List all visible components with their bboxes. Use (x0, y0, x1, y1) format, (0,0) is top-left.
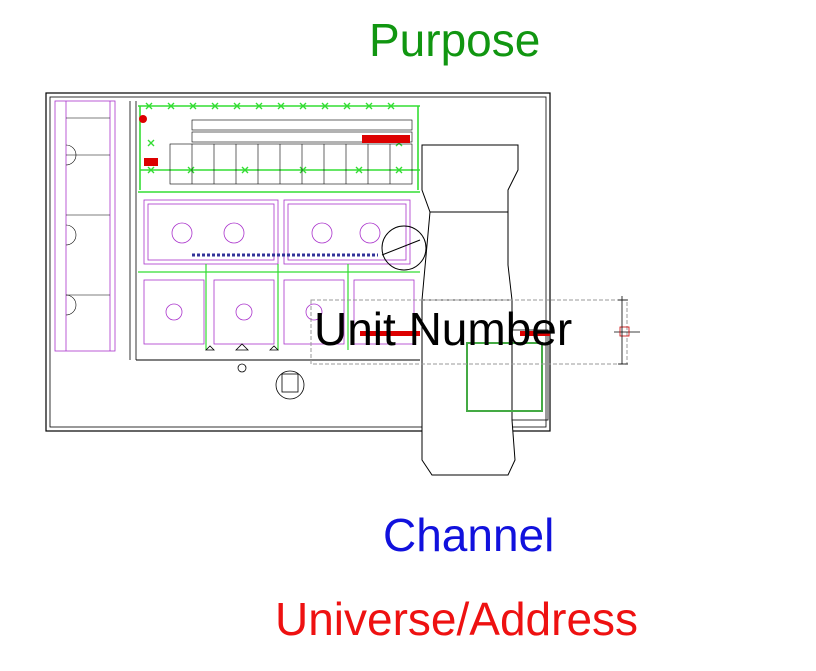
spot-circle (381, 225, 427, 271)
middle-stages (143, 199, 411, 265)
green-distribution (138, 264, 420, 350)
crosshair-marker[interactable] (614, 296, 640, 365)
left-corridor (54, 100, 116, 352)
purpose-label: Purpose (369, 14, 541, 66)
top-truss (138, 105, 420, 193)
spot-line (381, 239, 421, 256)
middle-stage-circles (171, 222, 381, 244)
red-dot (139, 115, 147, 123)
red-fixture-bottom-2 (520, 331, 550, 336)
lower-stages (143, 279, 415, 345)
channel-label: Channel (383, 509, 555, 561)
inner-wall (49, 96, 547, 428)
right-stage (511, 329, 549, 421)
top-truss-fixtures (145, 102, 403, 174)
red-fixture-bottom (360, 331, 420, 336)
vessel-outline (421, 144, 519, 213)
red-fixture-left (144, 158, 158, 166)
seating-rows (169, 119, 413, 185)
universe-address-label: Universe/Address (275, 593, 639, 645)
red-fixture-top (362, 135, 410, 143)
left-corridor-arcs (65, 117, 110, 316)
outer-wall (45, 92, 551, 432)
green-highlight (466, 342, 543, 412)
bottom-symbols (205, 343, 305, 400)
unit-number-label[interactable]: Unit Number (314, 303, 573, 355)
